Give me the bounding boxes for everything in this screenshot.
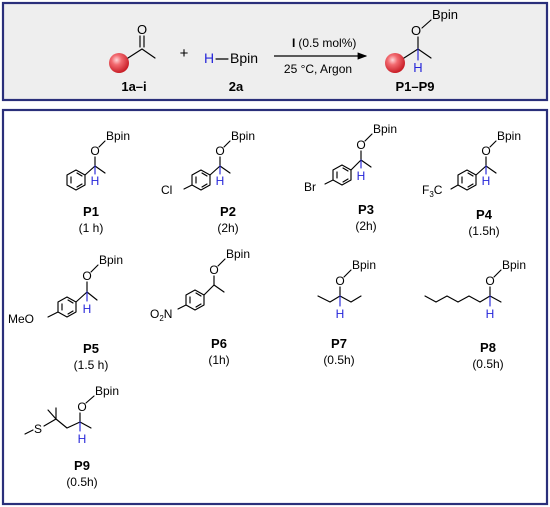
ketone-structure: O <box>109 22 156 73</box>
svg-text:Bpin: Bpin <box>99 253 123 267</box>
product-id-p8: P8 <box>480 340 496 355</box>
product-time-p2: (2h) <box>217 221 238 235</box>
structure-p8: O Bpin H <box>424 258 526 321</box>
svg-text:O: O <box>356 138 365 152</box>
hbpin-label: 2a <box>229 79 244 94</box>
svg-text:O: O <box>215 144 224 158</box>
svg-text:Bpin: Bpin <box>497 129 521 143</box>
structure-p2: Cl O Bpin H <box>161 129 255 197</box>
structure-p4: F3C O Bpin H <box>422 129 521 199</box>
product-time-p5: (1.5 h) <box>74 358 109 372</box>
product-oxygen: O <box>411 23 421 38</box>
svg-text:Bpin: Bpin <box>106 129 130 143</box>
svg-text:Bpin: Bpin <box>502 258 526 272</box>
product-hydrogen: H <box>413 60 422 75</box>
substituent-p5: MeO <box>8 312 34 326</box>
structure-p1: O Bpin H <box>66 129 130 191</box>
hbpin-structure: H Bpin <box>204 50 258 66</box>
svg-text:O: O <box>485 274 494 288</box>
structure-p7: O Bpin H <box>317 258 376 321</box>
hbpin-hydrogen: H <box>204 50 214 66</box>
product-id-p6: P6 <box>211 336 227 351</box>
structure-p3: Br O Bpin H <box>304 122 397 194</box>
svg-text:H: H <box>216 174 225 188</box>
product-time-p1: (1 h) <box>79 221 104 235</box>
substituent-p6: O2N <box>150 307 172 323</box>
ketone-label: 1a–i <box>121 79 146 94</box>
svg-text:O: O <box>82 269 91 283</box>
svg-text:Bpin: Bpin <box>95 384 119 398</box>
svg-text:Bpin: Bpin <box>373 122 397 136</box>
svg-text:H: H <box>486 307 495 321</box>
substituent-sphere-icon <box>385 53 405 73</box>
hbpin-boron: Bpin <box>230 50 258 66</box>
product-id-p7: P7 <box>331 336 347 351</box>
ketone-oxygen: O <box>137 22 147 37</box>
products-box <box>1 108 549 506</box>
catalyst-loading: (0.5 mol%) <box>298 36 356 50</box>
structure-p9: S O Bpin H <box>24 384 119 446</box>
product-id-p2: P2 <box>220 204 236 219</box>
substituent-p9: S <box>34 422 42 436</box>
catalyst-label: I <box>292 36 295 50</box>
substituent-p3: Br <box>304 180 316 194</box>
svg-text:H: H <box>482 174 491 188</box>
product-id-p9: P9 <box>74 458 90 473</box>
substituent-p2: Cl <box>161 183 172 197</box>
product-id-p1: P1 <box>83 204 99 219</box>
substituent-p4: F3C <box>422 183 443 199</box>
product-time-p3: (2h) <box>355 219 376 233</box>
svg-text:O: O <box>481 144 490 158</box>
svg-text:H: H <box>78 432 87 446</box>
product-time-p6: (1h) <box>208 353 229 367</box>
svg-text:Bpin: Bpin <box>226 247 250 261</box>
structure-p5: MeO O Bpin H <box>8 253 123 326</box>
svg-text:H: H <box>336 307 345 321</box>
svg-text:O: O <box>209 263 218 277</box>
svg-text:I(0.5 mol%): I(0.5 mol%) <box>292 36 356 50</box>
product-time-p7: (0.5h) <box>323 353 354 367</box>
reaction-header-box <box>1 1 549 102</box>
reaction-conditions: 25 °C, Argon <box>284 62 352 76</box>
svg-text:H: H <box>83 302 92 316</box>
structure-p6: O2N O Bpin <box>150 247 250 323</box>
product-id-p5: P5 <box>83 341 99 356</box>
plus-sign: + <box>180 45 189 62</box>
product-id-p3: P3 <box>358 202 374 217</box>
product-time-p4: (1.5h) <box>468 224 499 238</box>
svg-text:O: O <box>90 144 99 158</box>
product-id-p4: P4 <box>476 207 493 222</box>
reaction-arrow: I(0.5 mol%) 25 °C, Argon <box>274 36 368 76</box>
product-time-p8: (0.5h) <box>472 357 503 371</box>
svg-text:Bpin: Bpin <box>352 258 376 272</box>
product-structure: O Bpin H <box>385 7 458 75</box>
substituent-sphere-icon <box>109 53 129 73</box>
svg-text:H: H <box>91 174 100 188</box>
svg-text:O: O <box>335 274 344 288</box>
product-bpin: Bpin <box>432 7 458 22</box>
product-label: P1–P9 <box>395 79 434 94</box>
product-time-p9: (0.5h) <box>66 475 97 489</box>
svg-text:H: H <box>357 169 366 183</box>
svg-text:Bpin: Bpin <box>231 129 255 143</box>
svg-text:O: O <box>77 400 86 414</box>
